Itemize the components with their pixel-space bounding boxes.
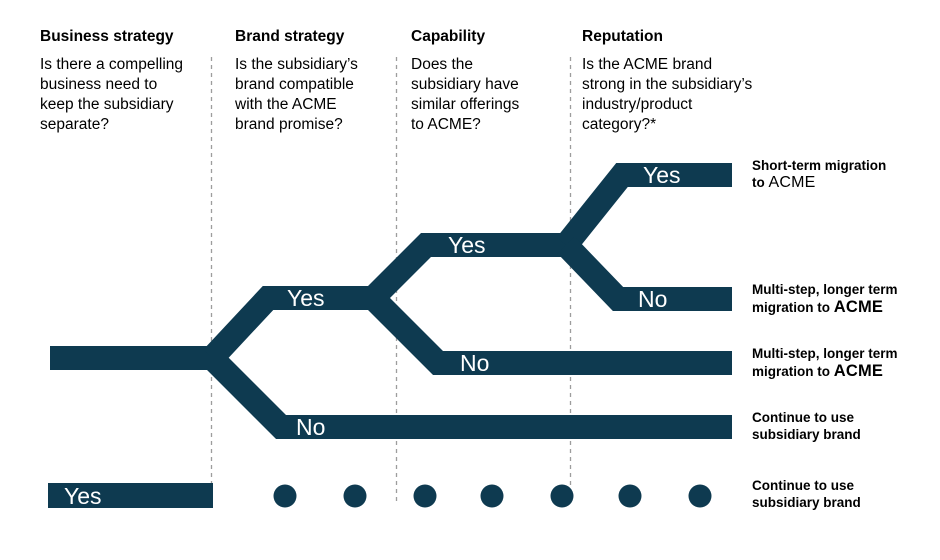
outcome-multi-step-migration-2: Multi-step, longer term migration to ACM… [752,346,898,380]
outcome-line: Short-term migration [752,158,887,173]
continuation-dot [550,484,574,508]
label-capability-yes: Yes [448,232,486,258]
question-brand-strategy: Is the subsidiary’s brand compatible wit… [235,55,358,135]
question-line: to ACME? [411,116,481,133]
outcome-line: subsidiary brand [752,426,861,442]
continuation-dot [413,484,437,508]
branch-reputation-yes [556,163,732,253]
continuation-dot [273,484,297,508]
question-line: Is the subsidiary’s [235,56,358,73]
question-line: similar offerings [411,96,520,113]
outcome-continue-subsidiary-2: Continue to use subsidiary brand [752,478,861,511]
outcome-line: migration to ACME [752,361,884,380]
outcome-continue-subsidiary-1: Continue to use subsidiary brand [752,410,861,443]
acme-brand-text: ACME [833,297,884,316]
acme-brand-text: ACME [833,361,884,380]
question-line: separate? [40,116,109,133]
question-line: Is there a compelling [40,56,184,73]
continuation-dots [273,484,712,508]
column-header-capability: Capability [411,28,486,45]
continuation-dot [480,484,504,508]
column-header-reputation: Reputation [582,28,663,45]
outcome-line: Continue to use [752,478,854,493]
question-line: industry/product [582,96,693,113]
question-line: keep the subsidiary [40,96,174,113]
question-line: Is the ACME brand [582,56,713,73]
outcome-multi-step-migration-1: Multi-step, longer term migration to ACM… [752,282,898,316]
branch-brand-no [203,349,732,439]
column-header-business-strategy: Business strategy [40,28,174,45]
question-line: strong in the subsidiary’s [582,76,753,93]
branch-reputation-no [557,236,732,311]
question-reputation: Is the ACME brand strong in the subsidia… [582,55,752,135]
outcome-line: to ACME [752,173,816,191]
continuation-dot [618,484,642,508]
question-line: brand promise? [235,116,343,133]
outcome-line: migration to ACME [752,297,884,316]
acme-brand-text: ACME [768,173,816,191]
question-line: Does the [411,56,474,73]
question-line: with the ACME [235,96,337,113]
question-line: subsidiary have [411,76,519,93]
outcome-line: Continue to use [752,410,854,425]
branch-brand-yes [203,286,373,367]
label-capability-no: No [460,350,490,376]
outcome-short-term-migration: Short-term migration to ACME [752,158,886,191]
outcome-line: Multi-step, longer term [752,346,898,361]
label-reputation-yes: Yes [643,162,681,188]
question-line: business need to [40,76,158,93]
continuation-dot [688,484,712,508]
outcome-line: subsidiary brand [752,494,861,510]
branch-capability-no [364,289,732,375]
branch-capability-yes [364,233,566,307]
label-brand-no: No [296,414,326,440]
question-line: brand compatible [235,76,354,93]
tree-branches [48,163,732,508]
continuation-dot [343,484,367,508]
question-line: category?* [582,116,657,133]
label-brand-yes: Yes [287,285,325,311]
outcome-line: Multi-step, longer term [752,282,898,297]
question-capability: Does the subsidiary have similar offerin… [411,55,519,135]
label-bottom-yes: Yes [64,483,102,509]
column-header-brand-strategy: Brand strategy [235,28,345,45]
label-reputation-no: No [638,286,668,312]
question-business-strategy: Is there a compelling business need to k… [40,55,183,135]
